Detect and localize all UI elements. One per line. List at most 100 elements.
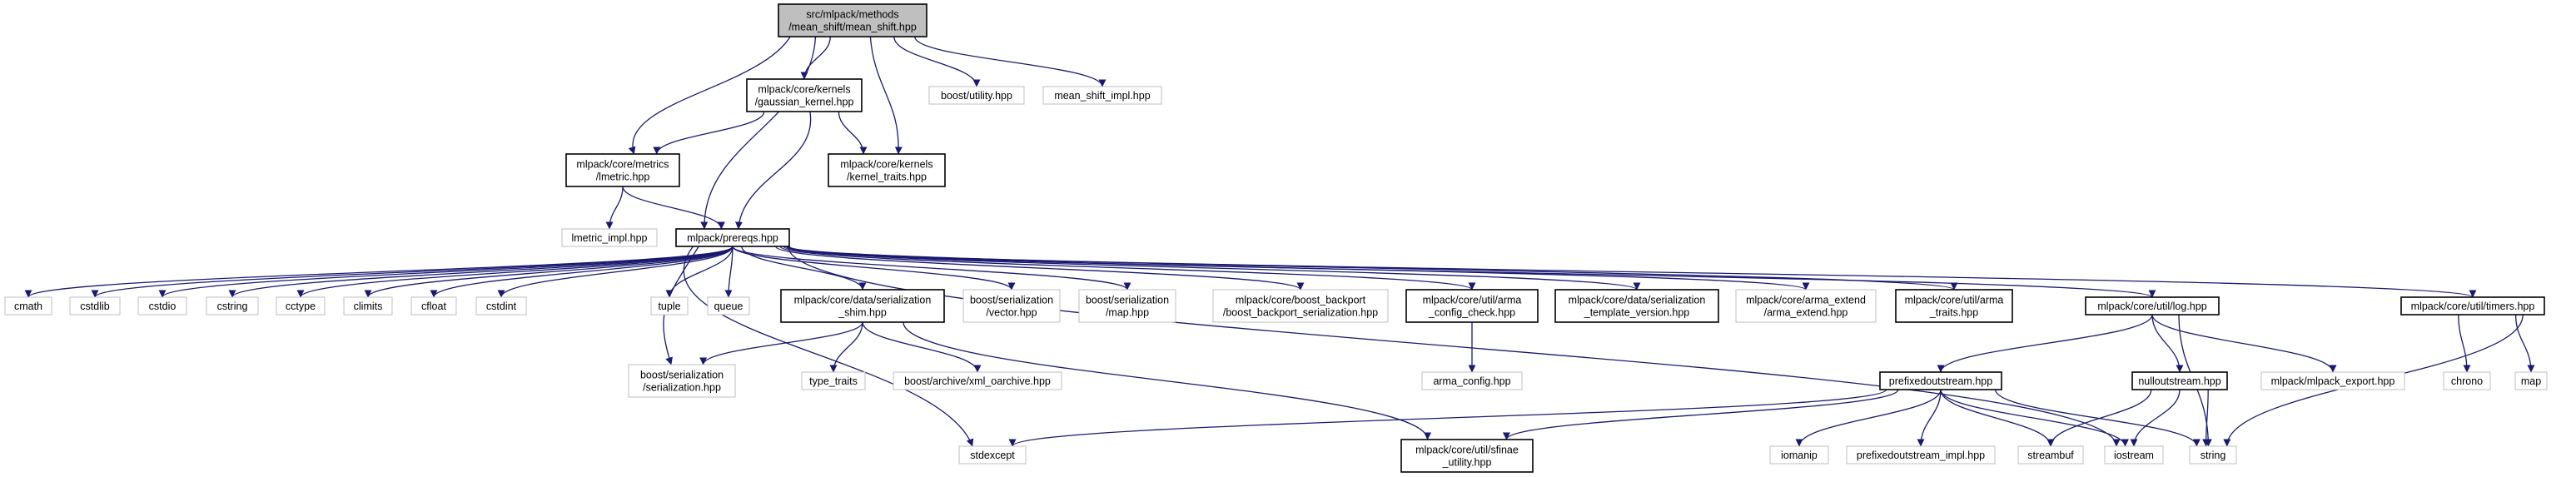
node-box: [561, 228, 658, 247]
node-label-line: cstring: [217, 301, 248, 312]
node-box: [1895, 289, 2013, 323]
node-label-line: cstdlib: [80, 301, 109, 312]
node-box: [1769, 445, 1829, 465]
node-map: map: [2514, 371, 2548, 390]
node-box: [2104, 445, 2164, 465]
node-box: [1400, 439, 1534, 473]
node-tmplver[interactable]: mlpack/core/data/serialization_template_…: [1554, 289, 1719, 323]
node-label-line: mean_shift_impl.hpp: [1054, 90, 1150, 102]
node-prefixed[interactable]: prefixedoutstream.hpp: [1879, 371, 2002, 390]
edge-prereqs-to-tuple: [665, 246, 734, 298]
edge-prereqs-to-cfloat: [430, 246, 734, 298]
node-box: [893, 371, 1062, 390]
edge-prereqs-to-timers: [788, 246, 2476, 298]
edge-shim-to-bser: [699, 321, 863, 365]
node-prefimpl: prefixedoutstream_impl.hpp: [1846, 445, 1996, 465]
node-label-line: cstdio: [149, 301, 177, 312]
node-typetraits: type_traits: [801, 371, 866, 390]
node-log[interactable]: mlpack/core/util/log.hpp: [2085, 296, 2220, 316]
node-iomanip: iomanip: [1769, 445, 1829, 465]
edge-prereqs-to-bvector: [732, 246, 1016, 291]
node-timers[interactable]: mlpack/core/util/timers.hpp: [2400, 296, 2545, 316]
edge-prereqs-to-cstdlib: [91, 246, 734, 298]
node-box: [1212, 289, 1389, 323]
edge-prefixed-to-iostream: [1940, 389, 2129, 447]
node-label-line: mlpack/core/kernels: [840, 159, 932, 171]
node-label-line: chrono: [2451, 375, 2483, 387]
node-nullout[interactable]: nulloutstream.hpp: [2131, 371, 2228, 390]
node-gaussian[interactable]: mlpack/core/kernels/gaussian_kernel.hpp: [746, 78, 863, 112]
edge-prefixed-to-iomanip: [1795, 389, 1942, 447]
node-label-line: mlpack/core/metrics: [576, 159, 669, 171]
edge-timers-to-map: [2514, 314, 2535, 373]
node-root[interactable]: src/mlpack/methods/mean_shift/mean_shift…: [778, 3, 927, 37]
node-label-line: string: [2201, 450, 2226, 461]
node-sfinae[interactable]: mlpack/core/util/sfinae_utility.hpp: [1400, 439, 1534, 473]
edge-lmetric-to-lmetricimpl: [605, 186, 624, 230]
node-label-line: mlpack/core/util/arma: [1905, 295, 2004, 306]
node-box: [962, 289, 1061, 323]
node-label-line: mlpack/core/data/serialization: [794, 295, 932, 306]
edge-prefixed-to-streambuf: [1940, 389, 2055, 447]
node-boostutil: boost/utility.hpp: [928, 86, 1025, 105]
edge-shim-to-sfinae: [903, 321, 1432, 440]
edge-gaussian-to-prereqs: [734, 111, 812, 230]
edge-prefixed-to-sfinae: [1503, 389, 1899, 440]
edge-lmetric-to-prereqs: [622, 186, 725, 230]
node-label-line: iomanip: [1781, 450, 1818, 461]
node-box: [746, 78, 863, 112]
node-box: [2131, 371, 2228, 390]
node-label-line: mlpack/core/util/arma: [1423, 295, 1522, 306]
edge-prereqs-to-iostream: [787, 246, 2121, 447]
node-label-line: type_traits: [809, 375, 858, 387]
node-shim[interactable]: mlpack/core/data/serialization_shim.hpp: [780, 289, 945, 323]
node-box: [1846, 445, 1996, 465]
node-label-line: _shim.hpp: [838, 307, 887, 319]
node-label-line: boost/serialization: [970, 295, 1053, 306]
node-label-line: arma_config.hpp: [1433, 375, 1510, 387]
node-label-line: _utility.hpp: [1442, 457, 1492, 469]
node-label-line: tuple: [658, 301, 680, 312]
node-prereqs[interactable]: mlpack/prereqs.hpp: [675, 228, 790, 247]
node-box: [343, 296, 393, 316]
node-backport: mlpack/core/boost_backport/boost_backpor…: [1212, 289, 1389, 323]
node-label-line: /vector.hpp: [986, 307, 1037, 319]
node-label-line: prefixedoutstream.hpp: [1889, 375, 1992, 387]
node-box: [780, 289, 945, 323]
node-mlexport: mlpack/mlpack_export.hpp: [2260, 371, 2405, 390]
node-label-line: /map.hpp: [1106, 307, 1149, 319]
node-label-line: mlpack/core/util/timers.hpp: [2411, 301, 2535, 312]
node-label-line: boost/utility.hpp: [941, 90, 1012, 102]
node-ktraits[interactable]: mlpack/core/kernels/kernel_traits.hpp: [828, 153, 946, 187]
edge-prereqs-to-cmath: [24, 246, 734, 298]
node-box: [2260, 371, 2405, 390]
node-box: [137, 296, 187, 316]
edge-prefixed-to-prefimpl: [1917, 389, 1942, 447]
edge-prereqs-to-cctype: [296, 246, 734, 298]
node-box: [1405, 289, 1539, 323]
node-box: [801, 371, 866, 390]
node-box: [206, 296, 259, 316]
node-box: [410, 296, 457, 316]
node-label-line: cmath: [14, 301, 42, 312]
node-label-line: queue: [714, 301, 743, 312]
node-label-line: nulloutstream.hpp: [2138, 375, 2220, 387]
node-lmetricimpl: lmetric_impl.hpp: [561, 228, 658, 247]
node-armacfgchk[interactable]: mlpack/core/util/arma_config_check.hpp: [1405, 289, 1539, 323]
node-label-line: _config_check.hpp: [1428, 307, 1515, 319]
node-armatraits[interactable]: mlpack/core/util/arma_traits.hpp: [1895, 289, 2013, 323]
node-label-line: /boost_backport_serialization.hpp: [1223, 307, 1378, 319]
node-cmath: cmath: [4, 296, 52, 316]
node-label-line: mlpack/prereqs.hpp: [687, 232, 778, 244]
node-cctype: cctype: [276, 296, 326, 316]
node-box: [707, 296, 750, 316]
edge-root-to-prereqs: [700, 36, 817, 230]
node-streambuf: streambuf: [2017, 445, 2084, 465]
node-label-line: _template_version.hpp: [1584, 307, 1690, 319]
node-label-line: prefixedoutstream_impl.hpp: [1857, 450, 1985, 461]
node-box: [1879, 371, 2002, 390]
node-lmetric[interactable]: mlpack/core/metrics/lmetric.hpp: [565, 153, 680, 187]
node-bmap: boost/serialization/map.hpp: [1078, 289, 1176, 323]
node-box: [2400, 296, 2545, 316]
